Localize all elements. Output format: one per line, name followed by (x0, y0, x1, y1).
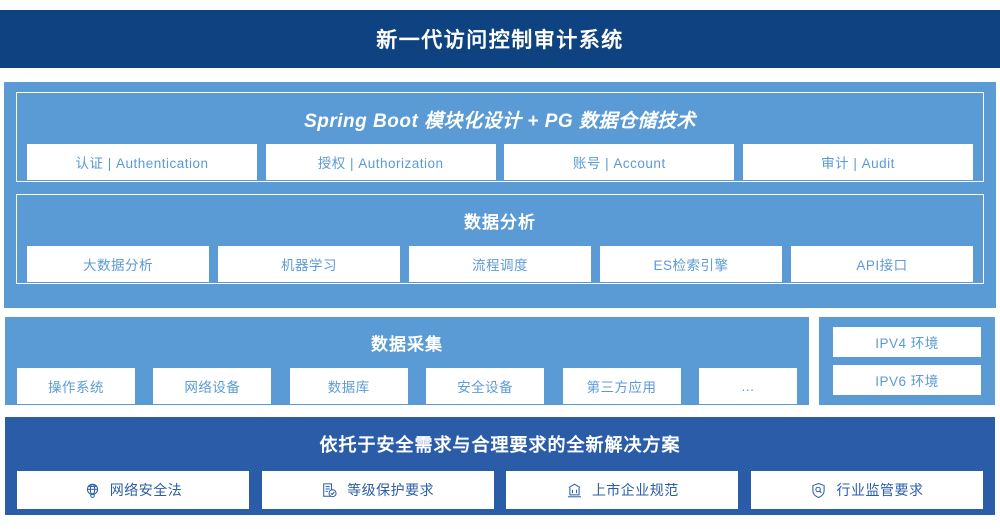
page-title-bar: 新一代访问控制审计系统 (0, 10, 1000, 68)
collect-item-security-device[interactable]: 安全设备 (426, 368, 545, 404)
solution-item-listed-company-standard[interactable]: 上市企业规范 (506, 471, 739, 509)
springboot-item-audit[interactable]: 审计 | Audit (742, 144, 973, 180)
solution-item-classified-protection[interactable]: 等级保护要求 (261, 471, 494, 509)
ip-environment-section: IPV4 环境 IPV6 环境 (818, 316, 996, 406)
solution-item-label: 行业监管要求 (836, 482, 924, 498)
springboot-item-row: 认证 | Authentication 授权 | Authorization 账… (17, 144, 983, 180)
solution-item-industry-regulation[interactable]: 行业监管要求 (750, 471, 983, 509)
ipenv-item-ipv4[interactable]: IPV4 环境 (833, 327, 981, 357)
collect-item-network-device[interactable]: 网络设备 (153, 368, 272, 404)
platform-layer-panel: Spring Boot 模块化设计 + PG 数据仓储技术 认证 | Authe… (4, 82, 996, 308)
springboot-section-title: Spring Boot 模块化设计 + PG 数据仓储技术 (304, 111, 696, 132)
analysis-item-es-search-engine[interactable]: ES检索引擎 (600, 246, 782, 282)
collect-item-database[interactable]: 数据库 (289, 368, 408, 404)
shield-search-icon (810, 482, 827, 499)
document-check-icon (321, 482, 338, 499)
analysis-item-process-scheduling[interactable]: 流程调度 (409, 246, 591, 282)
data-collection-section-title: 数据采集 (371, 335, 443, 354)
globe-network-icon (84, 482, 101, 499)
springboot-section: Spring Boot 模块化设计 + PG 数据仓储技术 认证 | Authe… (16, 92, 984, 182)
solution-item-label: 等级保护要求 (347, 482, 435, 498)
data-analysis-section: 数据分析 大数据分析 机器学习 流程调度 ES检索引擎 API接口 (16, 194, 984, 284)
bank-building-icon (566, 482, 583, 499)
analysis-item-bigdata[interactable]: 大数据分析 (27, 246, 209, 282)
solution-item-cybersecurity-law[interactable]: 网络安全法 (17, 471, 249, 509)
page-title: 新一代访问控制审计系统 (376, 29, 624, 52)
solution-section-title: 依托于安全需求与合理要求的全新解决方案 (319, 435, 681, 455)
collect-item-operating-system[interactable]: 操作系统 (17, 368, 135, 404)
solution-item-row: 网络安全法 等级保护要求 (5, 471, 995, 509)
solution-item-label: 网络安全法 (109, 482, 183, 498)
collect-item-third-party-app[interactable]: 第三方应用 (562, 368, 681, 404)
data-collection-section: 数据采集 操作系统 网络设备 数据库 安全设备 第三方应用 … (4, 316, 810, 406)
analysis-item-machine-learning[interactable]: 机器学习 (218, 246, 400, 282)
ipenv-item-ipv6[interactable]: IPV6 环境 (833, 365, 981, 395)
springboot-item-authentication[interactable]: 认证 | Authentication (27, 144, 257, 180)
solution-section: 依托于安全需求与合理要求的全新解决方案 网络安全法 (4, 416, 996, 516)
collect-item-more[interactable]: … (698, 368, 797, 404)
ip-environment-item-column: IPV4 环境 IPV6 环境 (819, 317, 995, 405)
springboot-item-account[interactable]: 账号 | Account (504, 144, 735, 180)
data-analysis-section-title: 数据分析 (464, 213, 536, 232)
solution-item-label: 上市企业规范 (591, 482, 679, 498)
springboot-item-authorization[interactable]: 授权 | Authorization (265, 144, 496, 180)
data-analysis-item-row: 大数据分析 机器学习 流程调度 ES检索引擎 API接口 (17, 246, 983, 282)
data-collection-item-row: 操作系统 网络设备 数据库 安全设备 第三方应用 … (5, 368, 809, 404)
analysis-item-api[interactable]: API接口 (791, 246, 973, 282)
